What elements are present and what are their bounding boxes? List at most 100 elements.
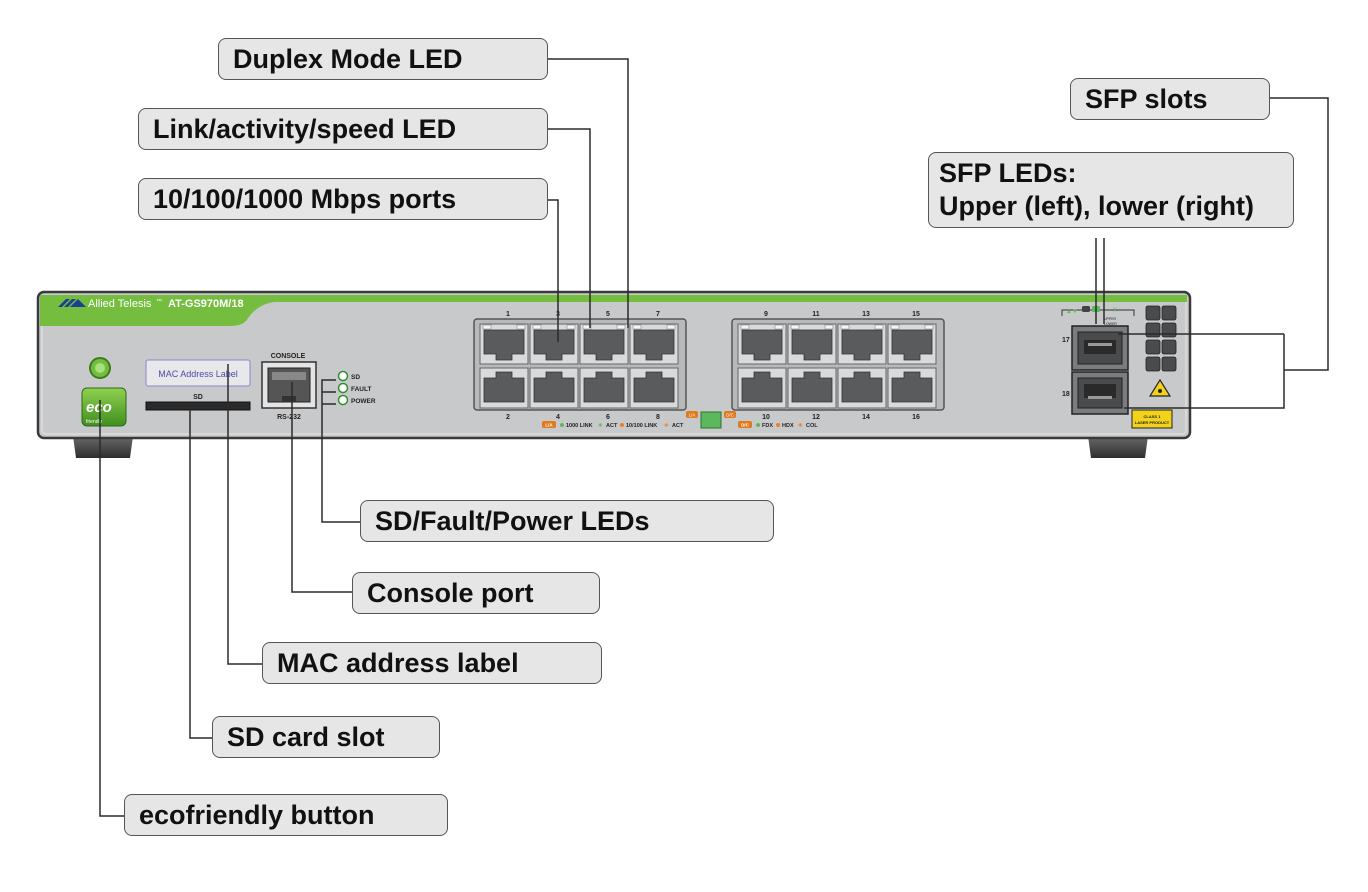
ethernet-port[interactable] xyxy=(887,367,937,409)
leader-console xyxy=(291,382,352,593)
system-leds xyxy=(337,370,349,406)
eco-button[interactable] xyxy=(81,357,127,427)
ethernet-port[interactable] xyxy=(579,367,629,409)
model-name: AT-GS970M/18 xyxy=(168,298,244,310)
brand-name: Allied Telesis xyxy=(88,298,152,310)
callout-sfp-slots: SFP slots xyxy=(1070,78,1270,120)
laser-class-line1: CLASS 1 xyxy=(1144,414,1162,419)
leader-eco xyxy=(99,400,124,817)
la-badge-small: L/A xyxy=(689,413,696,418)
port-number: 9 xyxy=(764,311,768,318)
callout-text: SFP slots xyxy=(1085,84,1208,114)
device-feet xyxy=(73,436,1148,458)
callout-text: SD/Fault/Power LEDs xyxy=(375,506,650,536)
port-number: 7 xyxy=(656,311,660,318)
callout-ports: 10/100/1000 Mbps ports xyxy=(138,178,548,220)
leader-ports xyxy=(546,199,559,342)
callout-console-port: Console port xyxy=(352,572,600,614)
callout-sd-fault-power-leds: SD/Fault/Power LEDs xyxy=(360,500,774,542)
callout-text: Duplex Mode LED xyxy=(233,44,463,74)
svg-text:✳: ✳ xyxy=(798,422,803,429)
sfp-lower-text: LOWER xyxy=(1104,322,1117,326)
legend-fdx: FDX xyxy=(762,423,773,429)
leader-sfp-slots-lower xyxy=(1124,334,1285,409)
port-number: 14 xyxy=(862,414,870,421)
ethernet-port[interactable] xyxy=(629,323,679,365)
mac-address-label xyxy=(145,359,251,387)
rs232-label: RS-232 xyxy=(277,414,301,421)
callout-sfp-leds: SFP LEDs: Upper (left), lower (right) xyxy=(928,152,1294,228)
ethernet-port[interactable] xyxy=(529,323,579,365)
callout-ecofriendly-button: ecofriendly button xyxy=(124,794,448,836)
brand-trademark: ™ xyxy=(156,298,162,305)
legend-col: COL xyxy=(806,423,818,429)
led-mode-indicator xyxy=(686,411,736,429)
port-number: 12 xyxy=(812,414,820,421)
port-number: 10 xyxy=(762,414,770,421)
sfp-upper-text: UPPER xyxy=(1104,317,1117,321)
callout-text: 10/100/1000 Mbps ports xyxy=(153,184,457,214)
eco-text: eco xyxy=(86,399,112,416)
mac-address-label-text: MAC Address Label xyxy=(158,369,238,379)
ethernet-port[interactable] xyxy=(479,367,529,409)
callout-link-activity-speed-led: Link/activity/speed LED xyxy=(138,108,548,150)
ethernet-ports xyxy=(479,323,937,409)
ethernet-port[interactable] xyxy=(837,323,887,365)
sfp-slot-17[interactable] xyxy=(1071,325,1129,371)
console-port[interactable] xyxy=(261,361,317,409)
legend-1000-link: 1000 LINK xyxy=(566,423,593,429)
port-number: 11 xyxy=(812,311,820,318)
callout-text: MAC address label xyxy=(277,648,519,678)
port-number: 2 xyxy=(506,414,510,421)
port-number: 13 xyxy=(862,311,870,318)
ethernet-port[interactable] xyxy=(887,323,937,365)
leader-lines xyxy=(99,58,1329,817)
ethernet-port[interactable] xyxy=(787,367,837,409)
port-number: 8 xyxy=(656,414,660,421)
svg-text:✳: ✳ xyxy=(1112,306,1118,314)
sd-card-slot[interactable] xyxy=(145,401,251,411)
port-number: 5 xyxy=(606,311,610,318)
port-number: 1 xyxy=(506,311,510,318)
ethernet-port[interactable] xyxy=(737,367,787,409)
led-fault-label: FAULT xyxy=(351,386,371,393)
brand-logo xyxy=(58,299,86,307)
laser-class-line2: LASER PRODUCT xyxy=(1135,420,1170,425)
callout-text: Link/activity/speed LED xyxy=(153,114,457,144)
ethernet-port[interactable] xyxy=(787,323,837,365)
callout-text-line2: Upper (left), lower (right) xyxy=(939,191,1254,221)
led-sd-label: SD xyxy=(351,374,360,381)
callout-sd-card-slot: SD card slot xyxy=(212,716,440,758)
dc-badge: D/C xyxy=(741,423,750,428)
led-power-label: POWER xyxy=(351,398,376,405)
leader-link xyxy=(546,128,591,328)
sfp-number-17: 17 xyxy=(1062,337,1070,344)
ethernet-port[interactable] xyxy=(837,367,887,409)
laser-class-label xyxy=(1131,409,1173,429)
callout-text-line1: SFP LEDs: xyxy=(939,158,1077,188)
callout-text: ecofriendly button xyxy=(139,800,375,830)
port-number: 6 xyxy=(606,414,610,421)
sfp-slot-18[interactable] xyxy=(1071,371,1129,415)
ethernet-port[interactable] xyxy=(479,323,529,365)
leader-duplex xyxy=(546,58,629,328)
callout-duplex-mode-led: Duplex Mode LED xyxy=(218,38,548,80)
ethernet-port[interactable] xyxy=(579,323,629,365)
port-number: 16 xyxy=(912,414,920,421)
port-numbers-bottom: 2 4 6 8 10 12 14 16 xyxy=(506,414,920,421)
ethernet-port[interactable] xyxy=(629,367,679,409)
duplex-legend: D/C FDX HDX ✳ COL xyxy=(738,421,818,429)
port-number: 4 xyxy=(556,414,560,421)
legend-act-1: ACT xyxy=(606,423,618,429)
ethernet-port[interactable] xyxy=(529,367,579,409)
leader-mac xyxy=(227,364,262,665)
link-legend: L/A 1000 LINK ✳ ACT 10/100 LINK ✳ ACT xyxy=(542,421,684,429)
sd-slot-label: SD xyxy=(193,394,203,401)
callout-text: Console port xyxy=(367,578,534,608)
sfp-led-marks: ▲▼ xyxy=(1066,309,1078,315)
la-badge: L/A xyxy=(545,423,553,428)
svg-text:✳: ✳ xyxy=(664,422,669,429)
legend-act-2: ACT xyxy=(672,423,684,429)
ethernet-port[interactable] xyxy=(737,323,787,365)
